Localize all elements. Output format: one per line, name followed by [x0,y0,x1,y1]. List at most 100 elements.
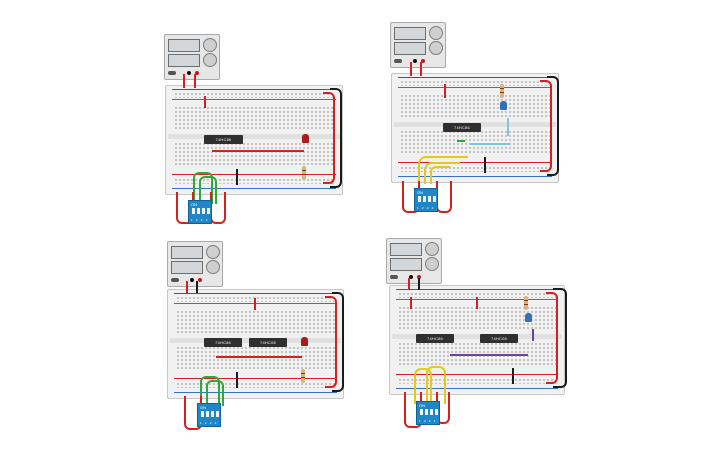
dip-toggle-1[interactable] [418,196,421,202]
lower-terminal-holes [174,142,334,166]
power-switch[interactable] [390,275,398,279]
voltage-knob-icon[interactable] [425,242,439,256]
ic-chip[interactable]: 74HC86 [204,135,243,144]
black-wire [418,278,420,290]
dip-on-label: ON [200,405,206,410]
current-display [171,261,203,274]
dip-toggle-4[interactable] [435,409,438,415]
resistor[interactable] [500,84,504,98]
dip-toggle-1[interactable] [192,208,195,214]
dip-toggle-2[interactable] [425,409,428,415]
upper-terminal-holes [400,94,550,118]
dip-on-label: ON [191,202,197,207]
red-wire [194,74,196,88]
red-wire [546,292,558,384]
red-wire [540,80,552,172]
dip-switch[interactable]: ON 1 2 3 4 [197,403,221,427]
black-wire [236,372,238,388]
ic-chip[interactable]: 74HC08 [249,338,287,347]
voltage-knob-icon[interactable] [203,38,217,52]
ic-chip[interactable]: 74HC86 [443,123,481,132]
resistor[interactable] [524,296,528,310]
red-wire [408,278,410,290]
dip-toggle-1[interactable] [201,411,204,417]
black-wire [236,169,238,185]
power-supply[interactable] [167,241,223,287]
dip-toggle-4[interactable] [216,411,219,417]
negative-terminal [190,278,194,282]
bottom-blue-rail [174,392,337,393]
dip-toggle-3[interactable] [428,196,431,202]
ic-chip[interactable]: 74HC86 [416,334,454,343]
dip-toggle-3[interactable] [202,208,205,214]
negative-terminal [187,71,191,75]
blue-led[interactable] [500,101,507,110]
power-switch[interactable] [171,278,179,282]
red-led[interactable] [302,134,309,143]
positive-terminal [417,275,421,279]
black-wire [553,288,567,388]
dip-on-label: ON [417,190,423,195]
current-knob-icon[interactable] [429,41,443,55]
dip-toggle-1[interactable] [420,409,423,415]
current-display [168,54,200,67]
voltage-display [168,39,200,52]
bottom-blue-rail [398,176,552,177]
top-rail-holes [398,292,556,298]
red-led[interactable] [301,337,308,346]
dip-toggle-4[interactable] [207,208,210,214]
voltage-knob-icon[interactable] [429,26,443,40]
red-wire [410,297,412,309]
resistor[interactable] [302,166,306,180]
breadboard[interactable] [389,285,565,395]
dip-switch[interactable]: ON 1 2 3 4 [414,188,438,212]
lower-terminal-holes [400,130,550,154]
bottom-blue-rail [396,388,558,389]
blue-led[interactable] [525,313,532,322]
dip-switch[interactable]: ON 1 2 3 4 [188,200,212,224]
red-wire [444,84,446,98]
red-wire [183,74,185,88]
current-knob-icon[interactable] [203,53,217,67]
ic-chip[interactable]: 74HC86 [204,338,242,347]
dip-toggle-3[interactable] [430,409,433,415]
power-switch[interactable] [168,71,176,75]
current-knob-icon[interactable] [425,257,439,271]
current-knob-icon[interactable] [206,260,220,274]
yellow-wire [414,368,432,404]
green-wire [206,380,224,406]
center-channel [168,134,340,139]
positive-terminal [198,278,202,282]
dip-toggle-2[interactable] [197,208,200,214]
center-channel [392,334,562,339]
power-supply[interactable] [390,22,446,68]
top-red-rail [172,89,336,90]
red-wire [420,62,422,76]
power-supply[interactable] [386,238,442,284]
power-supply[interactable] [164,34,220,80]
positive-terminal [421,59,425,63]
negative-terminal [409,275,413,279]
black-wire [332,292,344,392]
top-rail-holes [174,92,334,98]
top-blue-rail [398,87,552,88]
lightblue-wire [470,143,510,145]
black-wire [484,157,486,173]
top-red-rail [396,289,558,290]
ic-chip[interactable]: 74HC08 [480,334,518,343]
voltage-knob-icon[interactable] [206,245,220,259]
breadboard[interactable] [165,85,343,195]
dip-toggle-2[interactable] [423,196,426,202]
dip-toggle-3[interactable] [211,411,214,417]
resistor[interactable] [301,369,305,383]
power-switch[interactable] [394,59,402,63]
dip-numbers: 1 2 3 4 [200,421,218,425]
dip-on-label: ON [419,403,425,408]
red-wire [212,150,304,152]
dip-toggle-2[interactable] [206,411,209,417]
dip-toggle-4[interactable] [433,196,436,202]
red-wire [210,192,226,224]
dip-switch[interactable]: ON 1 2 3 4 [416,401,440,425]
black-wire [512,368,514,384]
